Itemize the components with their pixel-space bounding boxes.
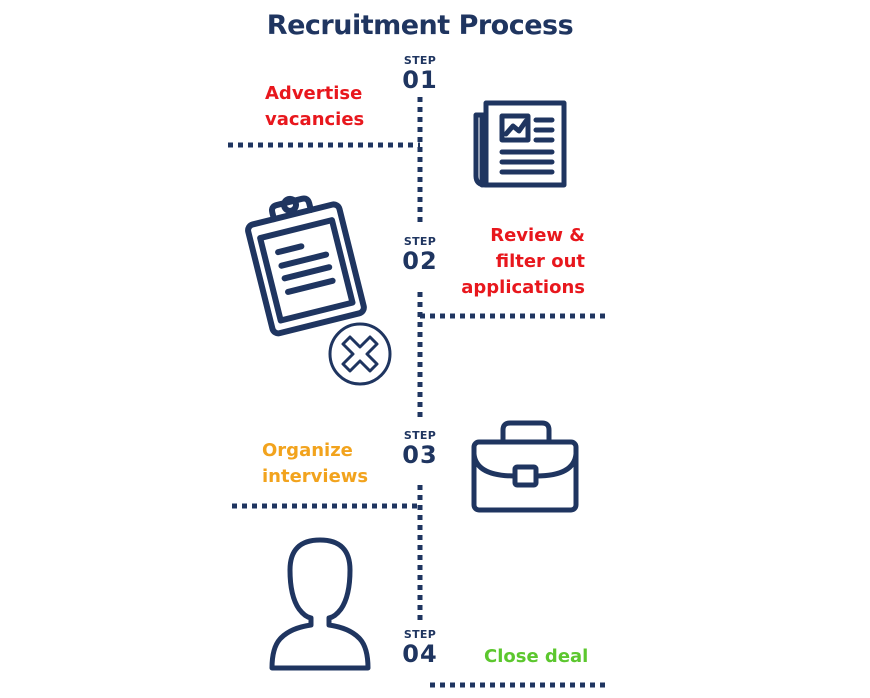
- step-03-number: 03: [402, 441, 438, 469]
- step-04-marker: STEP 04: [390, 628, 450, 668]
- step-02-number: 02: [402, 247, 438, 275]
- step-02-label: STEP: [403, 235, 437, 248]
- step-04-label: STEP: [403, 628, 437, 641]
- step-03-text: Organize interviews: [262, 440, 369, 487]
- step-02-text: Review & filter out applications: [461, 225, 585, 298]
- page-title: Recruitment Process: [266, 10, 574, 41]
- step-04-text: Close deal: [484, 646, 589, 667]
- step-01-label: STEP: [403, 54, 437, 67]
- step-03-label: STEP: [403, 429, 437, 442]
- step-02-marker: STEP 02: [390, 235, 450, 275]
- step-01-marker: STEP 01: [390, 54, 450, 94]
- step-04-number: 04: [402, 640, 438, 668]
- step-03-marker: STEP 03: [390, 429, 450, 469]
- step-01-number: 01: [402, 66, 438, 94]
- step-01-text: Advertise vacancies: [265, 83, 365, 130]
